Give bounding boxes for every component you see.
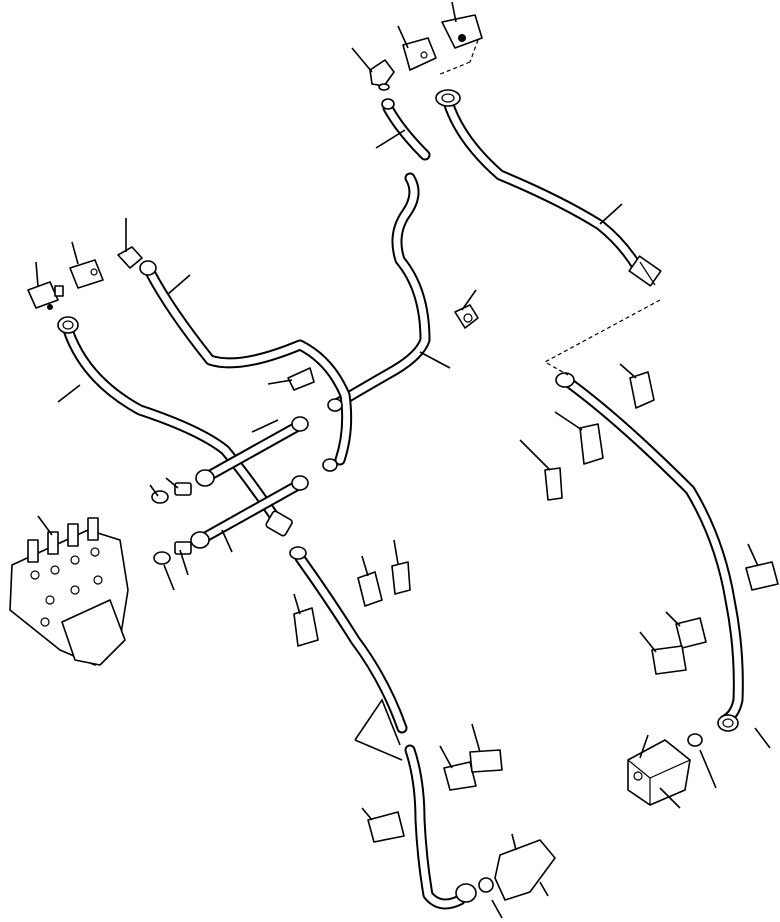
o-ring-upper <box>151 490 169 504</box>
tube-center-long <box>329 172 431 411</box>
fitting-middle-hose-1-end <box>195 416 309 487</box>
bracket-bottom-left <box>367 811 405 843</box>
hose-middle-short-1 <box>199 419 306 484</box>
fitting-middle-hose-2-end <box>190 475 309 549</box>
fitting-lower-center-top <box>289 546 307 560</box>
bracket-right-mid <box>579 423 604 465</box>
fitting-left-upper <box>139 260 157 276</box>
dashed-link-right <box>543 299 661 376</box>
plate-center-lower <box>391 561 411 595</box>
bracket-left-top <box>69 259 104 289</box>
bracket-right-upper <box>629 371 655 409</box>
bracket-right-lower-2 <box>675 617 707 649</box>
leader-lines <box>35 1 771 919</box>
bracket-center-lower-2 <box>293 607 319 647</box>
clamp-center <box>454 304 479 329</box>
tube-right-long <box>562 376 744 726</box>
bracket-right-lower <box>745 561 779 591</box>
tube-bottom <box>404 744 466 910</box>
fitting-upper-right-top <box>435 89 461 107</box>
plate-lower-center <box>469 749 503 773</box>
fitting-bottom-end <box>455 877 494 903</box>
fitting-right-long-top <box>555 372 575 388</box>
fitting-left-long-top <box>57 316 79 334</box>
fitting-right-long-bottom <box>717 714 739 732</box>
o-ring-lower <box>153 551 171 565</box>
control-valve-assembly <box>9 517 129 666</box>
hose-top-short <box>382 102 431 161</box>
elbow-fitting-left-top <box>117 246 143 269</box>
fitting-upper-right-bottom <box>628 255 662 287</box>
fitting-left-long-bottom <box>265 510 293 537</box>
plate-right-mid <box>544 467 563 501</box>
elbow-fitting-top-center <box>369 59 395 91</box>
bracket-top-center <box>402 37 437 71</box>
hose-upper-right <box>442 96 646 278</box>
fitting-top-short <box>381 98 395 110</box>
clamp-left-middle <box>287 367 315 391</box>
plate-right-lower <box>651 645 687 675</box>
tube-left-upper <box>144 266 353 466</box>
connector-upper-small <box>174 482 192 496</box>
hose-left-long <box>62 324 286 531</box>
connector-lower-small <box>174 541 192 555</box>
bracket-lower-center-1 <box>443 761 477 791</box>
connector-left-top <box>27 281 64 310</box>
tube-lower-center <box>294 552 408 734</box>
bracket-center-lower-1 <box>357 571 383 607</box>
cover-bottom-right <box>494 839 556 901</box>
fitting-center-tube-end <box>322 398 343 472</box>
hose-middle-short-2 <box>194 478 306 546</box>
connector-top-right <box>437 14 483 76</box>
adapter-block-right <box>627 739 691 806</box>
connector-right-bottom <box>687 733 703 747</box>
